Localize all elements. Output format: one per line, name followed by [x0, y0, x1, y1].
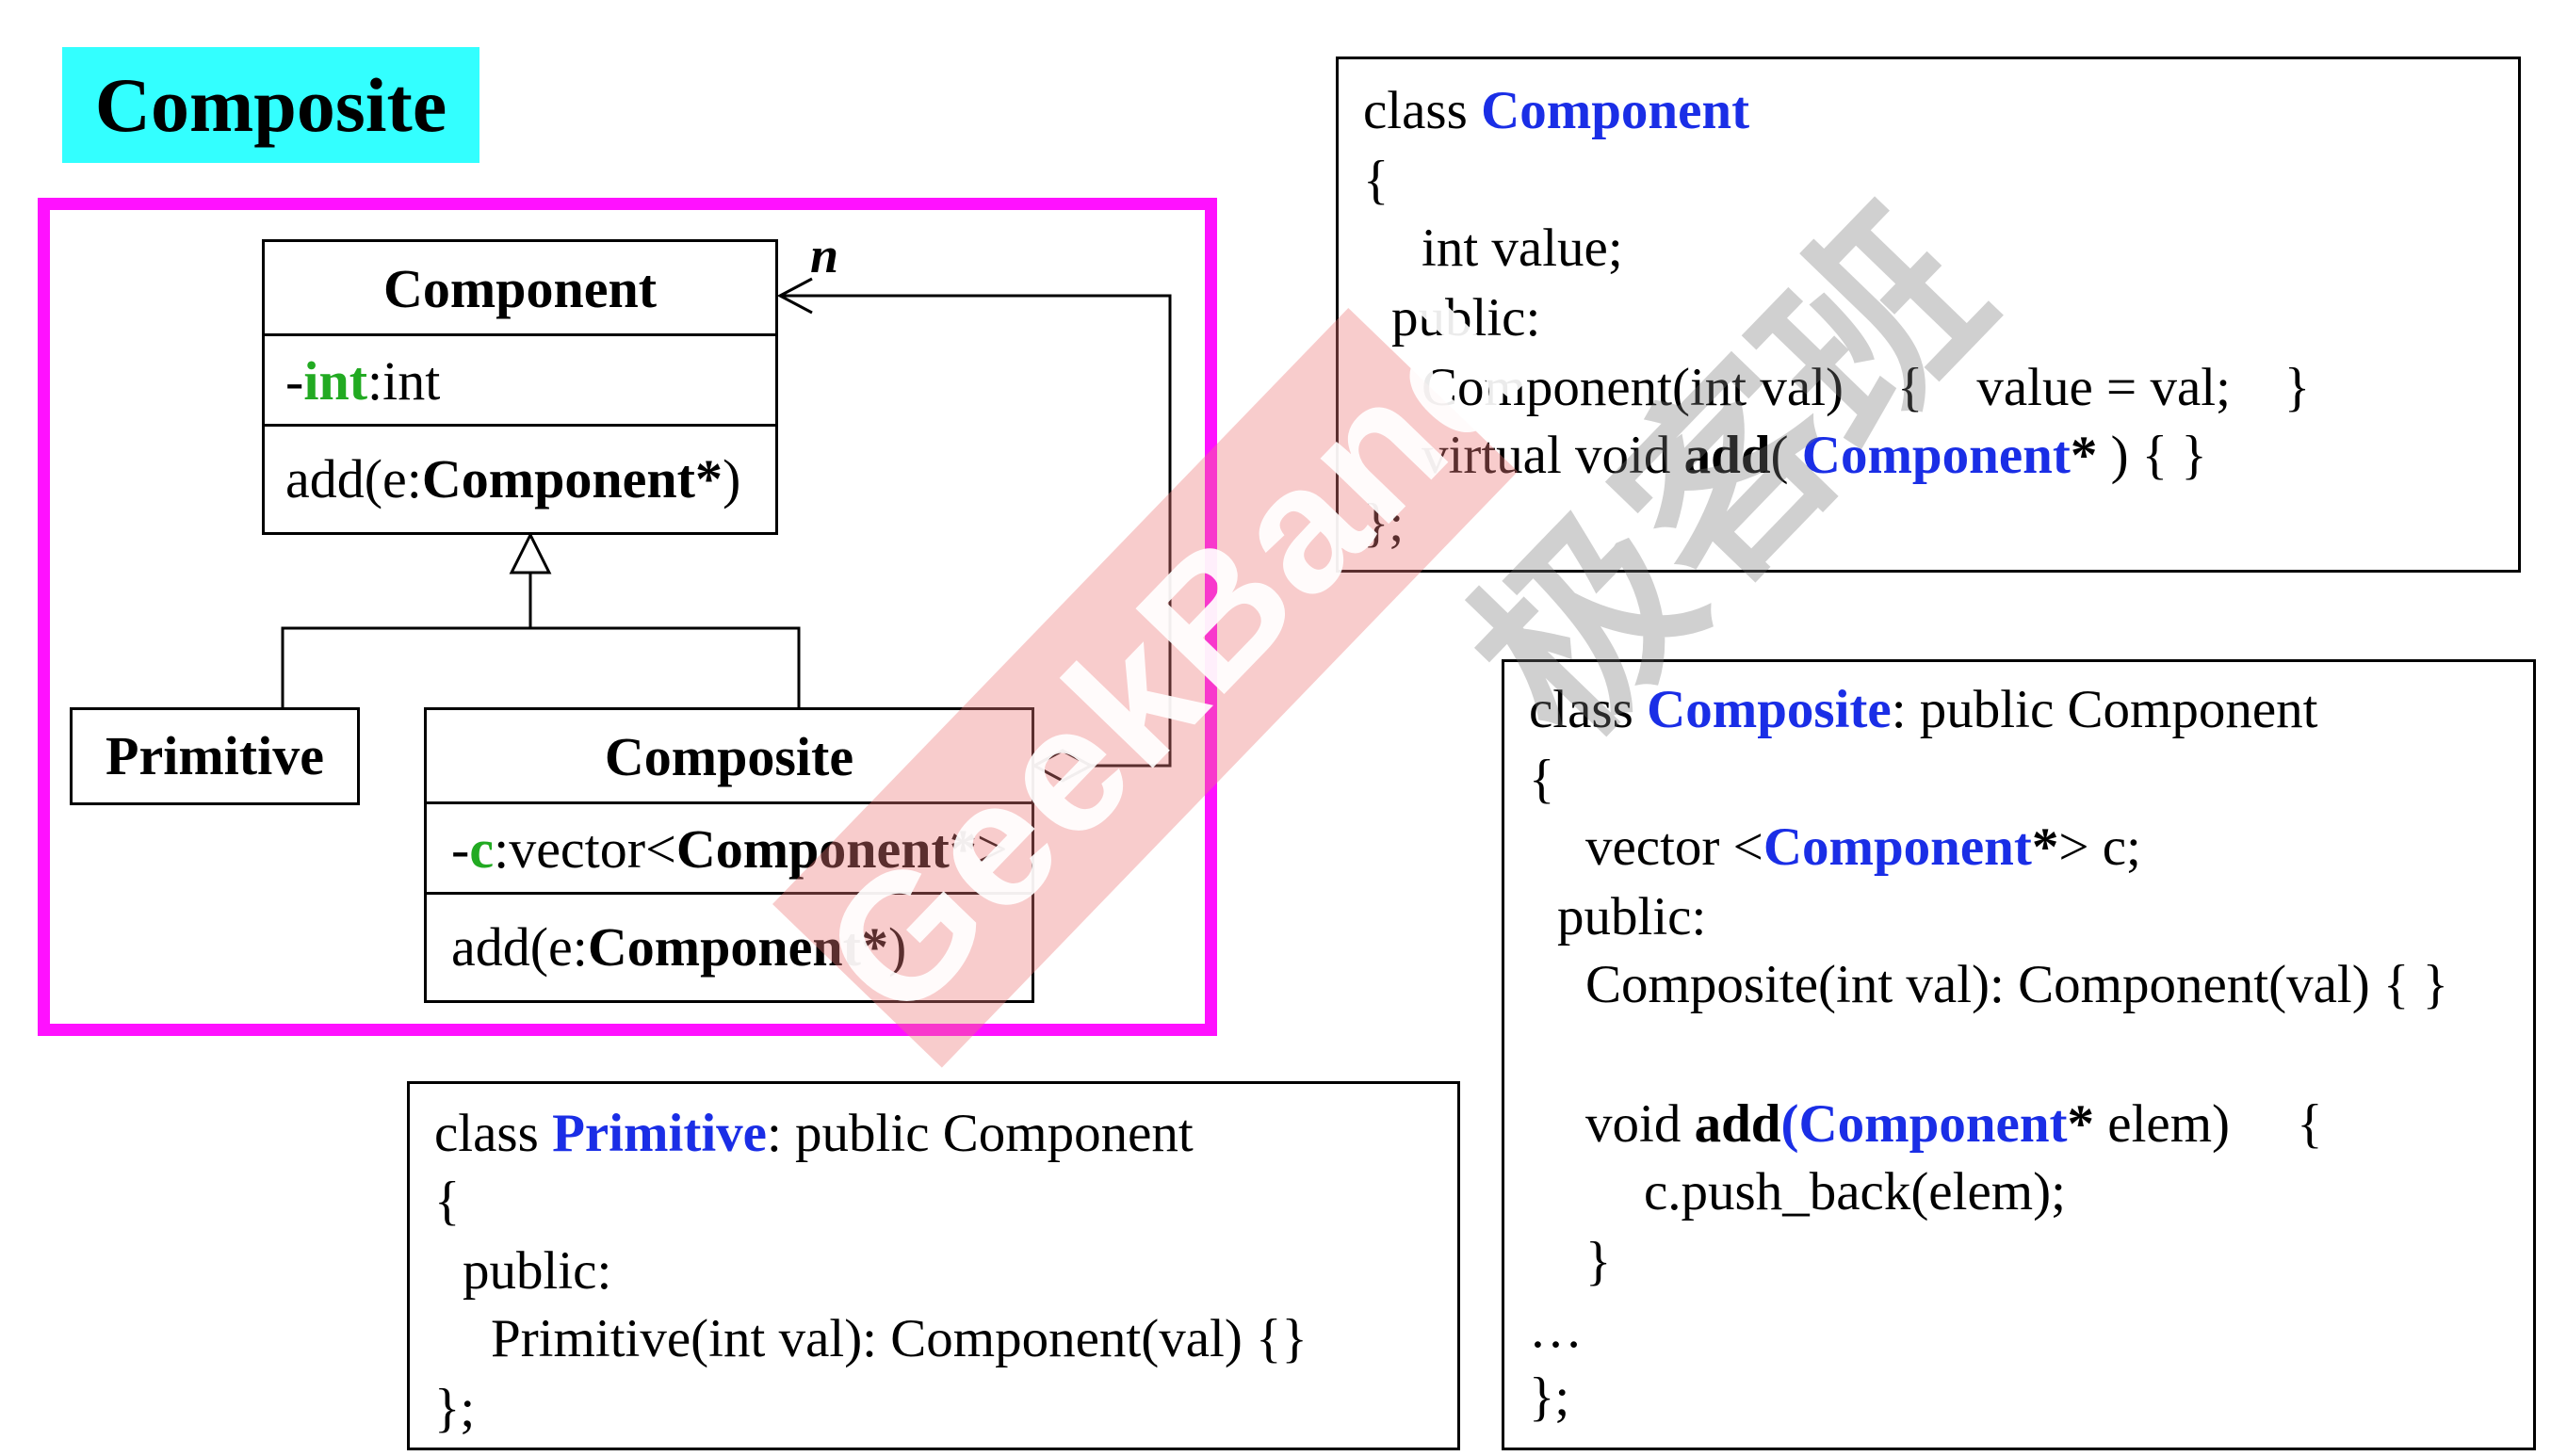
uml-frame — [38, 198, 1217, 1036]
code-component: class Component { int value; public: Com… — [1336, 57, 2521, 573]
code-line: public: — [463, 1241, 612, 1301]
op-type: Component* — [587, 916, 888, 978]
op-prefix: add(e: — [451, 916, 588, 978]
code-line: class Primitive: public Component — [434, 1104, 1194, 1163]
attr-prefix: - — [451, 818, 470, 880]
code-line: class Composite: public Component — [1529, 680, 2318, 739]
association-arrow-icon — [776, 277, 813, 315]
op-type: Component* — [421, 448, 723, 510]
aggregation-line — [780, 294, 1172, 768]
multiplicity-label: n — [810, 227, 839, 283]
uml-attribute: -int:int — [265, 336, 775, 427]
code-primitive: class Primitive: public Component { publ… — [407, 1081, 1460, 1450]
code-line: }; — [1363, 493, 1405, 553]
page-title: Composite — [62, 47, 479, 163]
attr-type-suffix: > — [976, 818, 1008, 880]
code-line: int value; — [1422, 218, 1623, 278]
generalization-line — [281, 626, 801, 707]
uml-class-component: Component -int:int add(e:Component*) — [262, 239, 778, 535]
page-title-text: Composite — [94, 61, 447, 148]
code-line: Composite(int val): Component(val) { } — [1585, 955, 2448, 1014]
uml-class-composite: Composite -c:vector<Component*> add(e:Co… — [424, 707, 1034, 1003]
code-line: virtual void add( Component* ) { } — [1422, 426, 2207, 485]
code-line: { — [434, 1172, 461, 1231]
uml-operation: add(e:Component*) — [265, 427, 775, 532]
code-line: public: — [1391, 288, 1541, 348]
code-line: … — [1529, 1300, 1583, 1359]
op-suffix: ) — [887, 916, 907, 978]
op-prefix: add(e: — [285, 448, 422, 510]
code-line: { — [1529, 750, 1555, 809]
attr-prefix: - — [285, 350, 304, 412]
code-line: }; — [1529, 1367, 1570, 1427]
uml-class-name: Component — [265, 242, 775, 336]
attr-name: c — [469, 818, 495, 880]
code-line: Primitive(int val): Component(val) {} — [491, 1309, 1308, 1368]
attr-name: int — [303, 350, 368, 412]
code-line: { — [1363, 151, 1389, 210]
op-suffix: ) — [722, 448, 741, 510]
code-composite: class Composite: public Component { vect… — [1502, 659, 2536, 1450]
attr-type: Component* — [675, 818, 977, 880]
uml-attribute: -c:vector<Component*> — [427, 804, 1032, 895]
inheritance-arrow-icon — [509, 531, 552, 574]
uml-operation: add(e:Component*) — [427, 895, 1032, 1000]
code-line: Component(int val) { value = val; } — [1422, 358, 2311, 417]
uml-class-name: Composite — [427, 710, 1032, 804]
code-line: } — [1585, 1232, 1612, 1291]
code-line: class Component — [1363, 81, 1750, 140]
code-line: vector <Component*> c; — [1585, 817, 2141, 877]
code-line: public: — [1557, 887, 1707, 946]
aggregation-diamond-icon — [1031, 749, 1095, 783]
code-line: c.push_back(elem); — [1644, 1162, 2066, 1221]
uml-class-name: Primitive — [106, 725, 324, 786]
uml-class-primitive: Primitive — [70, 707, 360, 805]
attr-type-prefix: :vector< — [494, 818, 676, 880]
code-line: void add(Component* elem) { — [1585, 1094, 2323, 1154]
code-line: }; — [434, 1379, 476, 1438]
attr-type: :int — [367, 350, 441, 412]
